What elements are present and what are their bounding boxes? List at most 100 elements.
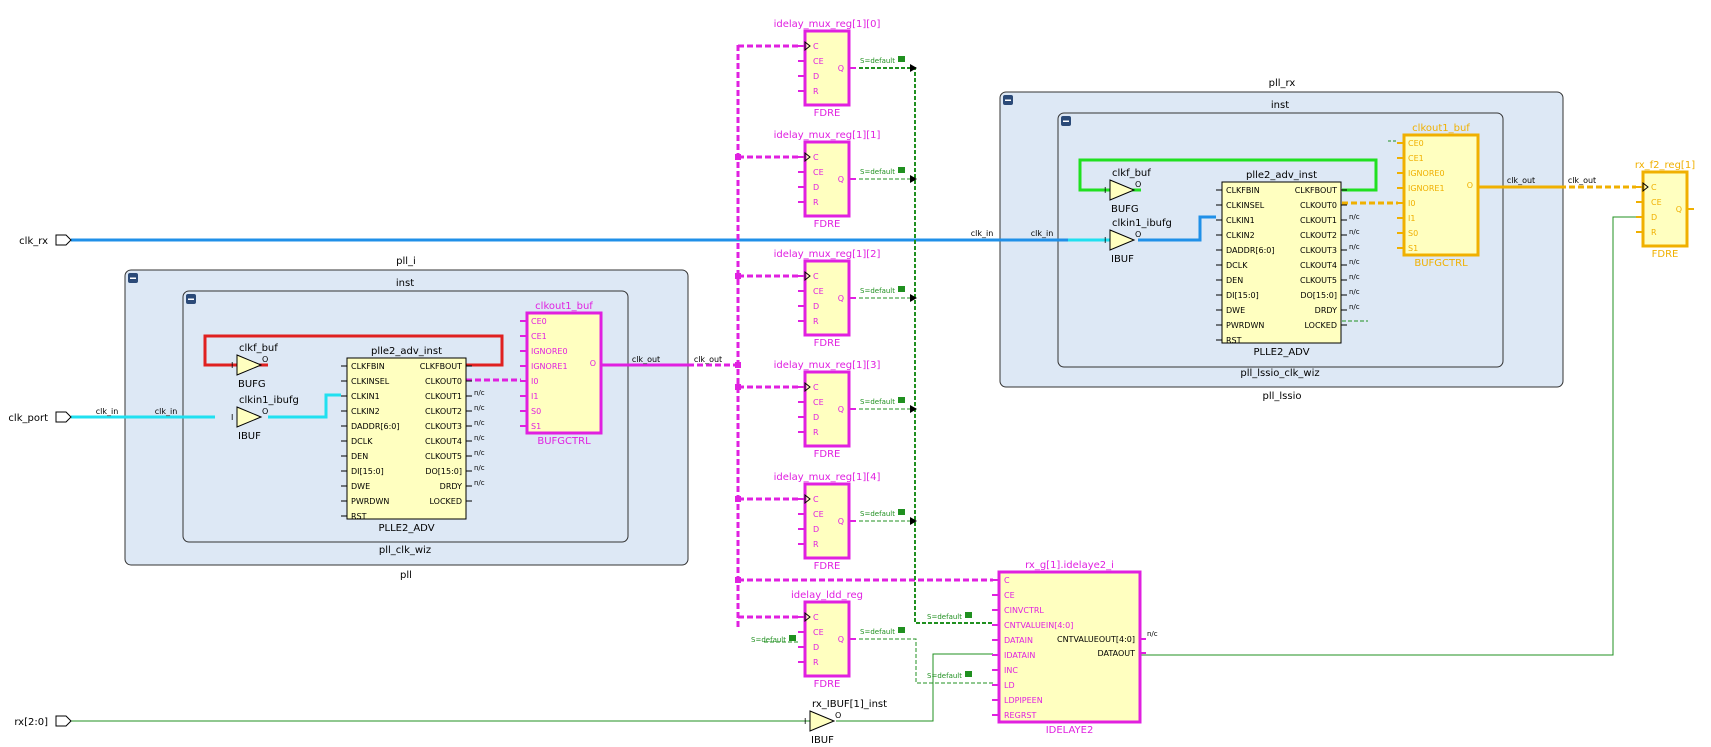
plle2-pll-rx-pin-clkout3: CLKOUT3 — [1300, 246, 1337, 255]
fdre-idelay-mux-2[interactable] — [803, 259, 851, 337]
port-clk-port[interactable] — [55, 411, 72, 423]
net-clkin1-i[interactable] — [268, 393, 341, 419]
plle2-pll-i-nc-marker: n/c — [474, 479, 485, 487]
port-rx[interactable] — [55, 715, 72, 727]
bufgctrl-pll-i-pin-ce1: CE1 — [531, 332, 547, 341]
hier-pll-i-title: pll_i — [396, 256, 416, 267]
fdre-idelay-mux-4-pin-q: Q — [838, 517, 844, 526]
fdre-idelay-mux-4-pin-r: R — [813, 540, 819, 549]
bufgctrl-pll-rx-type-label: BUFGCTRL — [1414, 258, 1468, 269]
hier-pll-rx-title: pll_rx — [1269, 78, 1296, 89]
net-clk-junction-2 — [735, 362, 741, 368]
ibuf-rx-type-label: IBUF — [811, 735, 834, 746]
net-clkfb-rx[interactable] — [1078, 158, 1378, 192]
fdre-idelay-mux-0-inst-label: idelay_mux_reg[1][0] — [774, 19, 881, 30]
sdefault-gnd-icon-3 — [898, 397, 905, 403]
sdefault-gnd-icon-4 — [898, 509, 905, 515]
net-q-arrow-2 — [910, 294, 917, 302]
plle2-pll-rx-nc-marker: n/c — [1349, 288, 1360, 296]
bufg-pll-i[interactable] — [236, 354, 263, 376]
net-ld[interactable] — [859, 638, 993, 684]
idelaye2-rx[interactable] — [997, 570, 1142, 724]
bufg-pll-rx-pin-o: O — [1135, 180, 1141, 189]
plle2-pll-rx-nc-marker: n/c — [1349, 243, 1360, 251]
plle2-pll-i-pin-clkin2: CLKIN2 — [351, 407, 380, 416]
bufgctrl-pll-i-pin-ce0: CE0 — [531, 317, 547, 326]
ibuf-pll-rx[interactable] — [1109, 229, 1136, 251]
idelaye2-rx-pin-cntvalueout40: CNTVALUEOUT[4:0] — [1057, 635, 1135, 644]
fdre-idelay-ldd-inst-label: idelay_ldd_reg — [791, 590, 863, 601]
plle2-pll-i-pin-daddr60: DADDR[6:0] — [351, 422, 400, 431]
bufg-pll-i-pin-i: I — [231, 361, 233, 370]
plle2-pll-i-pin-clkfbout: CLKFBOUT — [420, 362, 462, 371]
plle2-pll-i-pin-clkfbin: CLKFBIN — [351, 362, 385, 371]
bufgctrl-pll-rx-pin-ce1: CE1 — [1408, 154, 1424, 163]
plle2-pll-rx-pin-clkout1: CLKOUT1 — [1300, 216, 1337, 225]
bufg-pll-rx-inst-label: clkf_buf — [1112, 168, 1151, 179]
bufgctrl-pll-rx-pin-ignore0: IGNORE0 — [1408, 169, 1445, 178]
plle2-pll-i-pin-den: DEN — [351, 452, 368, 461]
fdre-idelay-mux-2-clock-marker — [804, 270, 811, 282]
net-cntvaluein[interactable] — [859, 67, 993, 624]
plle2-pll-rx-pin-di150: DI[15:0] — [1226, 291, 1259, 300]
net-dataout[interactable] — [1140, 216, 1636, 656]
bufgctrl-pll-rx-pin-s0: S0 — [1408, 229, 1418, 238]
idelaye2-rx-type-label: IDELAYE2 — [1046, 725, 1094, 736]
idelaye2-rx-pin-ce: CE — [1004, 591, 1015, 600]
fdre-rx-f2-clock-marker — [1642, 181, 1649, 193]
fdre-idelay-mux-3-pin-r: R — [813, 428, 819, 437]
bufg-pll-i-inst-label: clkf_buf — [239, 343, 278, 354]
sdefault-label-7: S=default — [927, 672, 962, 680]
plle2-pll-i-pin-clkout2: CLKOUT2 — [425, 407, 462, 416]
sdefault-gnd-icon-6 — [965, 612, 972, 618]
fdre-idelay-ldd-pin-c: C — [813, 613, 819, 622]
bufgctrl-pll-rx-inst-label: clkout1_buf — [1412, 123, 1470, 134]
plle2-pll-rx-nc-marker: n/c — [1349, 273, 1360, 281]
net-clkin1-rx[interactable] — [1138, 215, 1216, 242]
idelaye2-rx-nc-marker: n/c — [1147, 630, 1158, 638]
fdre-idelay-mux-4[interactable] — [803, 482, 851, 560]
plle2-pll-i-nc-marker: n/c — [474, 389, 485, 397]
plle2-pll-i-pin-dwe: DWE — [351, 482, 370, 491]
plle2-pll-i-pin-drdy: DRDY — [440, 482, 462, 491]
bufgctrl-pll-i-pin-i0: I0 — [531, 377, 538, 386]
plle2-pll-rx-nc-marker: n/c — [1349, 213, 1360, 221]
net-clk-junction-idelay — [735, 577, 741, 583]
bufg-pll-rx[interactable] — [1109, 179, 1136, 201]
bufgctrl-pll-i[interactable] — [525, 311, 603, 435]
idelaye2-rx-pin-datain: DATAIN — [1004, 636, 1033, 645]
net-clk-in-label-rx-1: clk_in — [971, 229, 994, 238]
fdre-idelay-mux-3-pin-ce: CE — [813, 398, 824, 407]
ibuf-rx[interactable] — [809, 710, 836, 732]
plle2-pll-rx-pin-den: DEN — [1226, 276, 1243, 285]
fdre-idelay-ldd-pin-d: D — [813, 643, 819, 652]
bufgctrl-pll-rx[interactable] — [1402, 133, 1480, 257]
fdre-idelay-mux-1-inst-label: idelay_mux_reg[1][1] — [774, 130, 881, 141]
plle2-pll-rx[interactable] — [1221, 181, 1342, 344]
fdre-idelay-mux-1-clock-marker — [804, 151, 811, 163]
net-rx-ibuf-out[interactable] — [836, 653, 993, 722]
fdre-idelay-ldd[interactable] — [803, 600, 851, 678]
fdre-idelay-mux-0-pin-r: R — [813, 87, 819, 96]
fdre-rx-f2-pin-q: Q — [1676, 205, 1682, 214]
fdre-idelay-mux-0-pin-d: D — [813, 72, 819, 81]
idelaye2-rx-pin-c: C — [1004, 576, 1010, 585]
idelaye2-rx-pin-regrst: REGRST — [1004, 711, 1036, 720]
port-clk-rx[interactable] — [55, 234, 72, 246]
plle2-pll-i-pin-rst: RST — [351, 512, 367, 521]
plle2-pll-rx-pin-daddr60: DADDR[6:0] — [1226, 246, 1275, 255]
plle2-pll-i[interactable] — [346, 357, 467, 520]
net-clkfb-i[interactable] — [203, 334, 504, 367]
net-clk-out-label-i-2: clk_out — [694, 355, 722, 364]
fdre-rx-f2-pin-ce: CE — [1651, 198, 1662, 207]
bufgctrl-pll-rx-pin-ce0: CE0 — [1408, 139, 1424, 148]
plle2-pll-rx-pin-drdy: DRDY — [1315, 306, 1337, 315]
bufgctrl-pll-rx-pin-i0: I0 — [1408, 199, 1415, 208]
ibuf-pll-i[interactable] — [236, 406, 263, 428]
net-clk-junction-1 — [735, 273, 741, 279]
plle2-pll-i-pin-locked: LOCKED — [429, 497, 462, 506]
fdre-idelay-mux-0-pin-q: Q — [838, 64, 844, 73]
port-clk-port-label: clk_port — [8, 413, 48, 424]
fdre-idelay-mux-1[interactable] — [803, 140, 851, 218]
fdre-idelay-mux-3[interactable] — [803, 370, 851, 448]
